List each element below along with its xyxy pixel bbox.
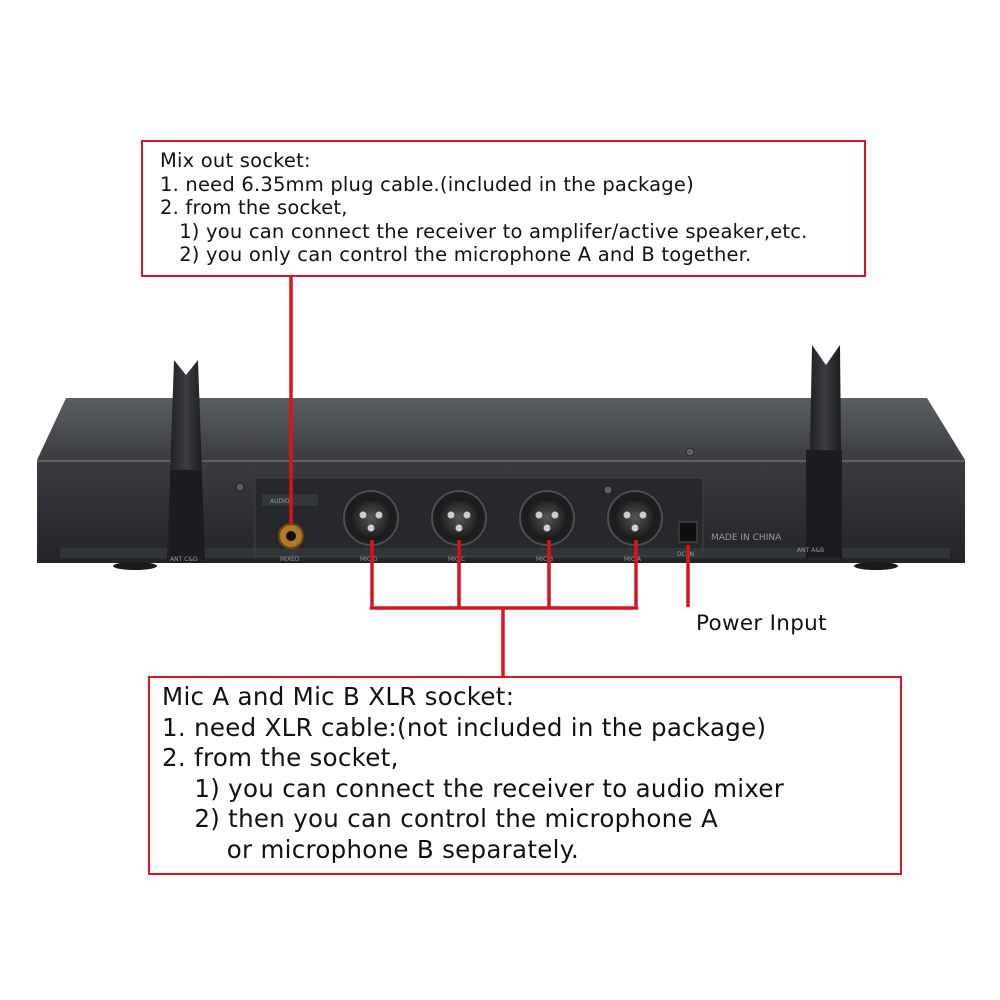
callout-connector-lines — [289, 277, 690, 676]
mix-out-callout: Mix out socket: 1. need 6.35mm plug cabl… — [141, 140, 866, 277]
dc-label: DC IN — [677, 551, 694, 558]
callout-line: or microphone B separately. — [162, 834, 580, 864]
xlr-socket-a-icon — [607, 490, 663, 546]
xlr-label-c: MIC C — [448, 556, 465, 563]
callout-line: 1) you can connect the receiver to audio… — [162, 773, 785, 803]
callout-line: 2) you only can control the microphone A… — [160, 243, 752, 266]
screw-icon — [685, 447, 695, 457]
screw-icon — [603, 485, 613, 495]
made-in-label: MADE IN CHINA — [711, 533, 782, 543]
device-top-surface — [37, 398, 965, 460]
callout-line: 2. from the socket, — [162, 743, 399, 772]
callout-line: Mix out socket: — [160, 149, 311, 172]
callout-line: 2) then you can control the microphone A — [162, 804, 719, 833]
ant-left-label: ANT C&D — [170, 556, 198, 563]
power-input-label: Power Input — [696, 611, 827, 636]
audio-label: AUDIO — [270, 498, 290, 505]
device-foot-left — [113, 562, 157, 570]
screw-icon — [235, 482, 245, 492]
callout-line: 2. from the socket, — [160, 196, 348, 219]
xlr-label-b: MIC B — [536, 556, 553, 563]
callout-line: 1. need 6.35mm plug cable.(included in t… — [160, 172, 694, 196]
antenna-right-icon — [806, 345, 842, 558]
xlr-label-d: MIC D — [360, 556, 378, 563]
xlr-callout: Mic A and Mic B XLR socket: 1. need XLR … — [148, 676, 902, 875]
xlr-label-a: MIC A — [624, 556, 642, 563]
callout-line: 1) you can connect the receiver to ampli… — [160, 219, 808, 243]
mixed-label: MIXED — [280, 556, 300, 563]
callout-line: 1. need XLR cable:(not included in the p… — [162, 712, 767, 742]
device-foot-right — [854, 562, 898, 570]
antenna-left-icon — [167, 360, 205, 562]
mixed-jack-icon — [278, 523, 304, 549]
dc-power-jack-icon — [678, 521, 698, 543]
ant-right-label: ANT A&B — [797, 547, 824, 554]
xlr-socket-d-icon — [343, 490, 399, 546]
xlr-socket-b-icon — [519, 490, 575, 546]
callout-line: Mic A and Mic B XLR socket: — [162, 682, 515, 711]
xlr-socket-c-icon — [431, 490, 487, 546]
